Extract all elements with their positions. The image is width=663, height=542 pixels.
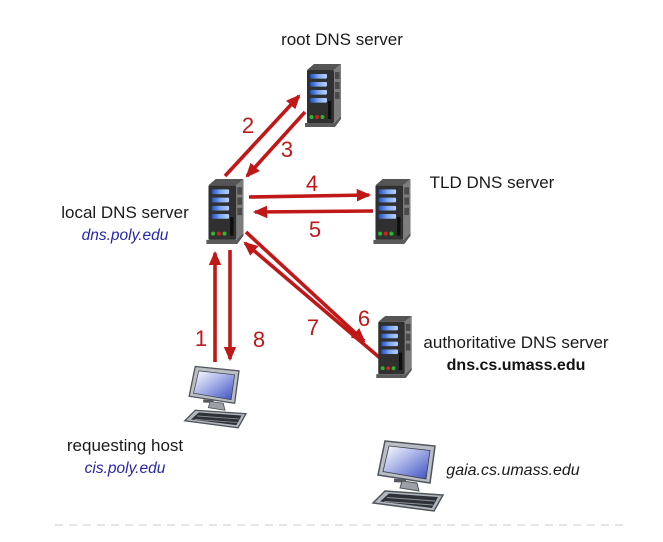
server-icon-authoritative — [376, 315, 412, 379]
arrow-step-3 — [245, 110, 307, 178]
label-tld-dns-server: TLD DNS server — [392, 172, 592, 193]
arrow-step-6 — [244, 230, 366, 343]
step-number-8: 8 — [252, 327, 266, 352]
label-root-dns-server: root DNS server — [242, 29, 442, 50]
label-local-dns-server: local DNS server dns.poly.edu — [25, 202, 225, 246]
step-number-5: 5 — [308, 217, 322, 242]
local-server-hostname: dns.poly.edu — [81, 227, 169, 245]
server-icon-local — [206, 179, 244, 244]
step-number-2: 2 — [241, 113, 255, 138]
computer-icon-gaia — [371, 440, 445, 512]
arrow-step-5 — [252, 205, 374, 219]
step-number-1: 1 — [194, 326, 208, 351]
step-number-6: 6 — [357, 306, 371, 331]
label-requesting-host: requesting host cis.poly.edu — [25, 435, 225, 479]
requesting-host-title: requesting host — [66, 436, 184, 455]
requesting-host-hostname: cis.poly.edu — [84, 460, 166, 478]
server-icon-tld — [373, 179, 411, 244]
arrow-step-4 — [248, 188, 372, 202]
arrow-step-7 — [243, 241, 382, 360]
authoritative-server-hostname: dns.cs.umass.edu — [446, 357, 586, 375]
arrow-step-2 — [223, 94, 301, 178]
step-number-7: 7 — [306, 315, 320, 340]
step-number-4: 4 — [305, 171, 319, 196]
label-gaia-host: gaia.cs.umass.edu — [413, 458, 613, 481]
tld-server-title: TLD DNS server — [429, 173, 555, 192]
local-server-title: local DNS server — [61, 203, 189, 222]
computer-icon-requesting-host — [183, 365, 248, 429]
root-server-title: root DNS server — [281, 30, 403, 49]
label-authoritative-dns-server: authoritative DNS server dns.cs.umass.ed… — [416, 332, 616, 376]
step-number-3: 3 — [280, 137, 294, 162]
server-icon-root — [305, 64, 341, 127]
authoritative-server-title: authoritative DNS server — [423, 333, 609, 352]
gaia-hostname: gaia.cs.umass.edu — [446, 462, 580, 479]
